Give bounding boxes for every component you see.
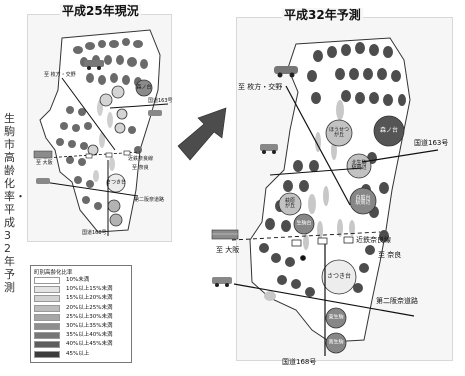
right-roads <box>231 85 439 356</box>
legend-label: 35%以上40%未満 <box>66 332 113 339</box>
legend-row: 20%以上25%未満 <box>34 304 129 312</box>
current-map-title: 平成25年現況 <box>60 4 141 18</box>
left-label-hirakata: 至 枚方・交野 <box>44 72 76 78</box>
legend-swatch <box>34 295 60 303</box>
legend-label: 20%以上25%未満 <box>66 304 113 311</box>
left-circle-label: さつき台 <box>105 179 127 186</box>
left-label-kokudo168: 国道168号 <box>82 230 107 236</box>
legend-row: 45%以上 <box>34 350 129 358</box>
left-label-osaka: 至 大阪 <box>36 160 53 166</box>
right-label-kokudo163: 国道163号 <box>414 139 449 147</box>
legend-row: 30%以上35%未満 <box>34 323 129 330</box>
left-light-patches <box>93 100 115 182</box>
left-stations <box>85 150 131 159</box>
right-label-osaka: 至 大阪 <box>216 246 240 254</box>
right-circle-label: 生駒台 <box>296 220 312 227</box>
legend-row: 10%以上15%未満 <box>34 286 129 294</box>
left-label-nara: 至 奈良 <box>132 165 149 171</box>
right-circle-label: 南生駒 <box>328 339 344 346</box>
right-vehicles <box>211 66 298 287</box>
legend-swatch <box>34 332 60 340</box>
legend-row: 35%以上40%未満 <box>34 332 129 340</box>
legend-swatch <box>34 304 60 312</box>
legend-title: 町別高齢化比率 <box>34 270 73 276</box>
forecast-map-title: 平成32年予測 <box>282 8 363 22</box>
left-label-kintetsu: 近鉄奈良線 <box>128 156 154 162</box>
legend-label: 45%以上 <box>66 350 90 357</box>
left-vehicles <box>33 60 162 184</box>
right-stations <box>291 236 354 247</box>
left-city-shape <box>39 29 161 233</box>
right-label-kintetsu: 近鉄奈良線 <box>356 236 391 244</box>
left-roads <box>43 77 169 236</box>
legend-label: 25%以上30%未満 <box>66 313 113 320</box>
legend-swatch <box>34 277 60 284</box>
right-circles <box>278 115 405 354</box>
legend-row: 15%以上20%未満 <box>34 295 129 303</box>
left-label-daini: 第二阪奈道路 <box>134 197 165 203</box>
right-circle-label: 白庭台 駅周辺 <box>355 194 371 206</box>
right-label-kokudo168: 国道168号 <box>282 358 317 366</box>
right-label-nara: 至 奈良 <box>378 251 402 259</box>
legend-label: 30%以上35%未満 <box>66 323 113 329</box>
right-circle-label: 東生駒 <box>328 314 344 321</box>
legend-swatch <box>34 341 60 349</box>
right-circle-label: 森ノ台 <box>379 126 399 134</box>
legend-label: 15%以上20%未満 <box>66 295 113 302</box>
right-circle-label: 北生駒 駅周辺 <box>351 159 367 171</box>
transition-arrow <box>177 107 227 161</box>
side-caption: 生駒市高齢化率・平成32年予測 <box>4 112 26 294</box>
legend-swatch <box>34 323 60 330</box>
left-label-kokudo163: 国道163号 <box>148 98 173 104</box>
right-circle-label: ほうせつ が丘 <box>328 126 350 138</box>
right-circle-label: 萩原 が丘 <box>284 197 296 209</box>
right-label-hirakata: 至 枚方・交野 <box>238 83 283 91</box>
legend-row: 25%以上30%未満 <box>34 313 129 321</box>
legend-label: 10%未満 <box>66 277 90 283</box>
left-circles <box>87 79 153 227</box>
right-district-blobs <box>259 42 406 297</box>
left-circle-label: 森ノ台 <box>136 84 152 91</box>
right-label-daini: 第二阪奈道路 <box>376 297 418 305</box>
legend-label: 40%以上45%未満 <box>66 341 113 348</box>
legend-label: 10%以上15%未満 <box>66 286 113 293</box>
legend: 町別高齢化比率 10%未満 10%以上15%未満 15%以上20%未満 20%以上25… <box>30 265 132 363</box>
legend-row: 40%以上45%未満 <box>34 341 129 349</box>
right-circle-label: さつき台 <box>326 272 352 280</box>
legend-swatch <box>34 286 60 294</box>
legend-swatch <box>34 313 60 321</box>
legend-row: 10%未満 <box>34 277 129 284</box>
legend-swatch <box>34 350 60 358</box>
